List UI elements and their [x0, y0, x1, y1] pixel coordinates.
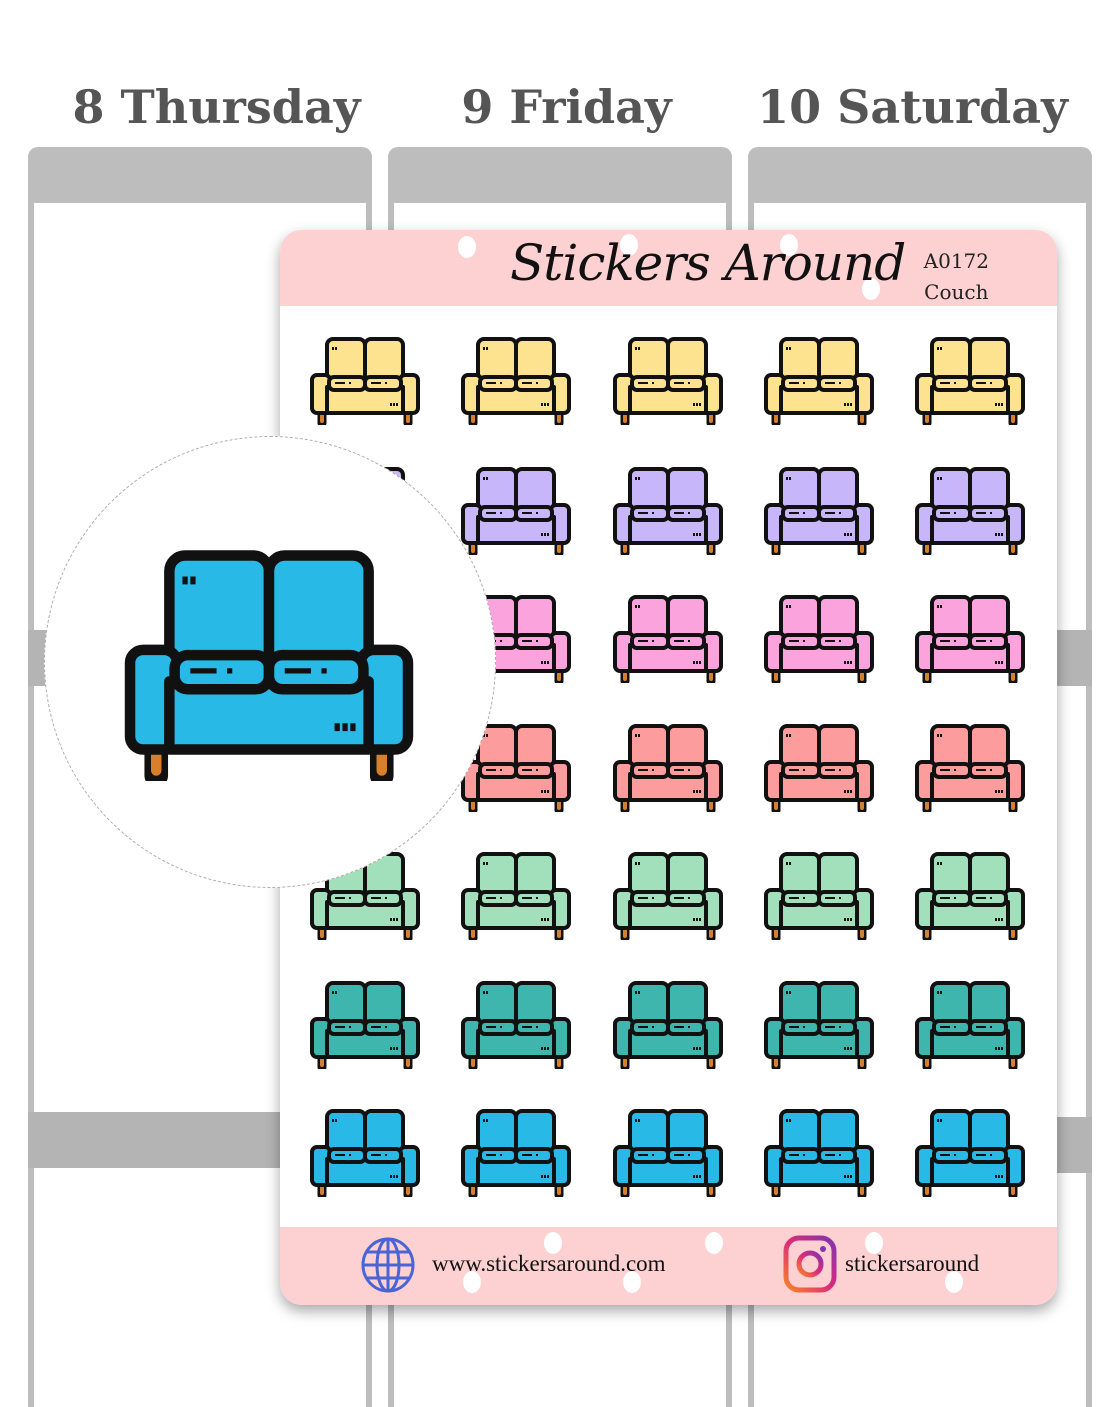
couch-sticker — [914, 1107, 1026, 1200]
couch-sticker — [914, 593, 1026, 686]
couch-sticker — [763, 850, 875, 943]
instagram-icon — [783, 1235, 837, 1297]
couch-icon — [915, 337, 1025, 428]
couch-icon — [915, 467, 1025, 558]
couch-sticker — [612, 979, 724, 1072]
couch-sticker — [914, 335, 1026, 428]
couch-icon — [613, 595, 723, 686]
couch-icon — [613, 1109, 723, 1200]
couch-icon — [461, 981, 571, 1072]
sheet-code-text: A0172 — [923, 249, 989, 273]
couch-sticker — [763, 722, 875, 815]
couch-icon — [915, 724, 1025, 815]
couch-icon — [613, 724, 723, 815]
couch-sticker — [612, 465, 724, 558]
sheet-footer: www.stickersaround.com stickersaround — [280, 1227, 1057, 1305]
couch-icon — [764, 337, 874, 428]
couch-sticker — [460, 1107, 572, 1200]
globe-icon — [360, 1237, 416, 1297]
couch-icon — [310, 337, 420, 428]
couch-icon — [613, 467, 723, 558]
couch-icon — [461, 467, 571, 558]
magnified-preview — [44, 436, 496, 888]
couch-icon — [764, 852, 874, 943]
couch-icon — [461, 852, 571, 943]
couch-sticker — [612, 335, 724, 428]
couch-sticker — [612, 722, 724, 815]
couch-icon — [310, 1109, 420, 1200]
couch-sticker — [309, 1107, 421, 1200]
couch-icon — [915, 981, 1025, 1072]
couch-sticker — [460, 465, 572, 558]
couch-icon — [613, 337, 723, 428]
couch-sticker — [763, 465, 875, 558]
couch-icon — [915, 852, 1025, 943]
couch-sticker — [914, 979, 1026, 1072]
couch-icon — [461, 724, 571, 815]
couch-icon — [764, 1109, 874, 1200]
sheet-header: Stickers Around A0172 Couch — [280, 230, 1057, 306]
couch-sticker — [914, 850, 1026, 943]
couch-sticker — [763, 593, 875, 686]
couch-sticker — [612, 850, 724, 943]
couch-sticker — [309, 979, 421, 1072]
couch-icon — [764, 981, 874, 1072]
couch-icon — [613, 852, 723, 943]
couch-icon — [117, 545, 421, 788]
day-label-thursday: 8 Thursday — [72, 80, 361, 134]
day-label-friday: 9 Friday — [461, 80, 672, 134]
couch-sticker — [309, 335, 421, 428]
couch-sticker — [460, 722, 572, 815]
sheet-code: A0172 Couch — [924, 246, 989, 308]
couch-icon — [613, 981, 723, 1072]
website-link[interactable]: www.stickersaround.com — [432, 1251, 666, 1276]
couch-icon — [764, 724, 874, 815]
couch-sticker — [914, 465, 1026, 558]
couch-sticker — [460, 850, 572, 943]
couch-icon — [461, 1109, 571, 1200]
couch-sticker — [763, 1107, 875, 1200]
couch-sticker — [612, 593, 724, 686]
couch-icon — [915, 1109, 1025, 1200]
sheet-name: Couch — [924, 280, 989, 304]
couch-sticker — [460, 335, 572, 428]
sticker-sheet: Stickers Around A0172 Couch — [280, 230, 1057, 1305]
couch-sticker — [763, 979, 875, 1072]
couch-sticker — [763, 335, 875, 428]
day-label-saturday: 10 Saturday — [757, 80, 1068, 134]
couch-icon — [915, 595, 1025, 686]
couch-sticker — [914, 722, 1026, 815]
couch-icon — [461, 337, 571, 428]
couch-icon — [764, 467, 874, 558]
couch-sticker — [460, 979, 572, 1072]
couch-icon — [764, 595, 874, 686]
couch-sticker — [612, 1107, 724, 1200]
brand-logo: Stickers Around — [510, 234, 906, 292]
instagram-handle[interactable]: stickersaround — [845, 1251, 980, 1276]
couch-icon — [310, 981, 420, 1072]
